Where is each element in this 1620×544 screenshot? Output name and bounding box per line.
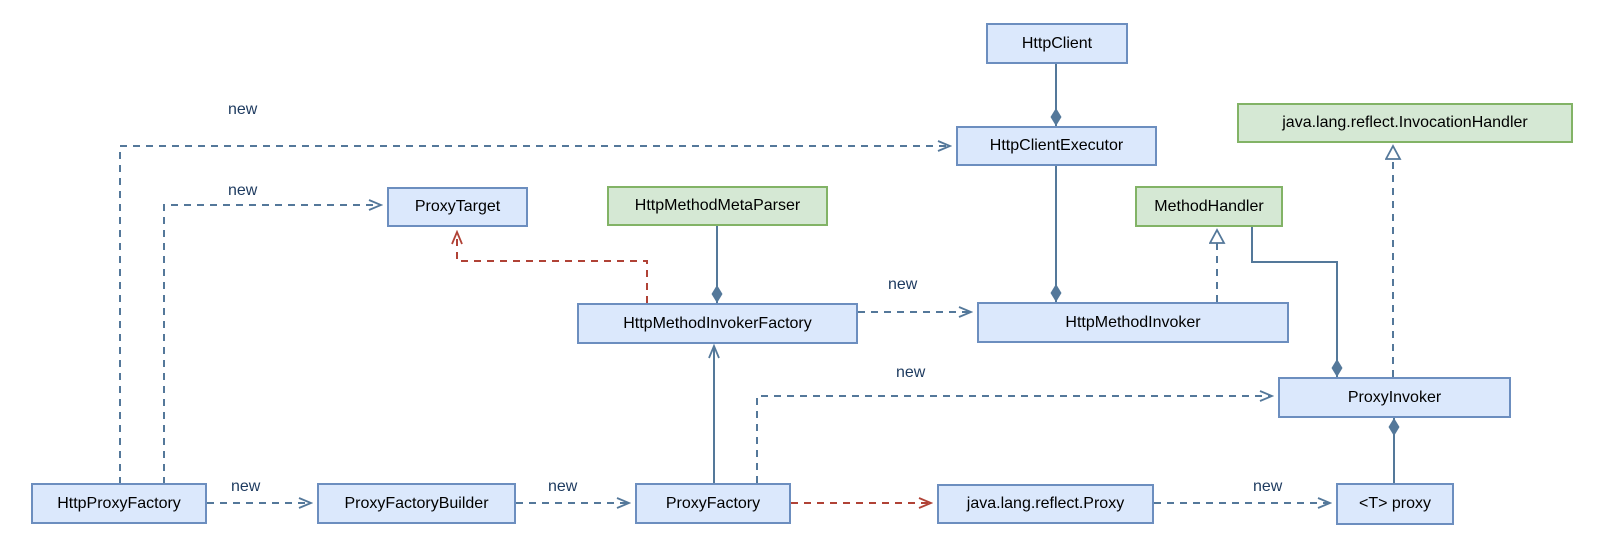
node-methodhandler: MethodHandler — [1135, 186, 1283, 227]
node-httpclientexecutor: HttpClientExecutor — [956, 126, 1157, 166]
node-tproxy: <T> proxy — [1336, 483, 1454, 525]
edge-new-proxyinvoker — [756, 396, 1272, 483]
edge-label-new: new — [228, 101, 258, 118]
node-proxyfactory: ProxyFactory — [635, 483, 791, 524]
edge-red-proxytarget — [457, 232, 648, 303]
edge-new-httpclientexecutor — [119, 146, 950, 484]
edge-label-new: new — [896, 364, 926, 381]
node-invocationhandler: java.lang.reflect.InvocationHandler — [1237, 103, 1573, 143]
edge-label-new: new — [1253, 478, 1283, 495]
edge-label-new: new — [548, 478, 578, 495]
edge-methodhandler-proxyinvoker-composition — [1251, 227, 1343, 377]
node-proxytarget: ProxyTarget — [387, 187, 528, 227]
edge-new-proxytarget — [163, 205, 381, 484]
edge-label-new: new — [888, 276, 918, 293]
node-httpproxyfactory: HttpProxyFactory — [31, 483, 207, 524]
edge-label-new: new — [228, 182, 258, 199]
node-httpclient: HttpClient — [986, 23, 1128, 64]
node-httpmethodmetaparser: HttpMethodMetaParser — [607, 186, 828, 226]
node-httpmethodinvokerfactory: HttpMethodInvokerFactory — [577, 303, 858, 344]
node-httpmethodinvoker: HttpMethodInvoker — [977, 302, 1289, 343]
edge-label-new: new — [231, 478, 261, 495]
node-proxyfactorybuilder: ProxyFactoryBuilder — [317, 483, 516, 524]
node-reflectproxy: java.lang.reflect.Proxy — [937, 484, 1154, 524]
node-proxyinvoker: ProxyInvoker — [1278, 377, 1511, 418]
